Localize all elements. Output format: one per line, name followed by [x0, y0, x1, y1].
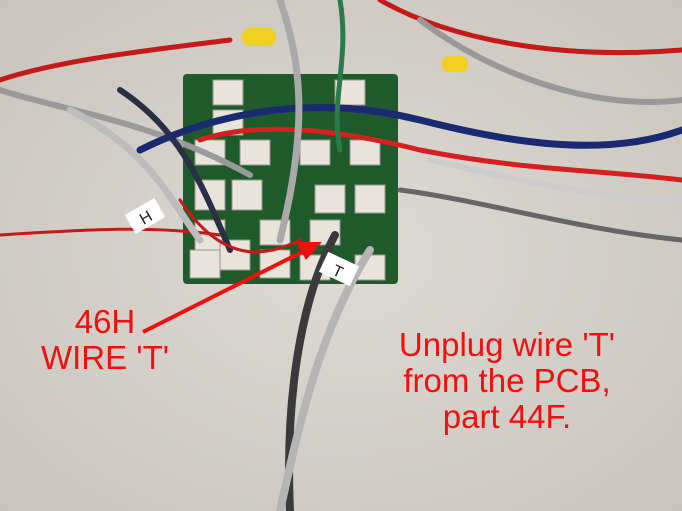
yellow-connector	[442, 56, 468, 72]
annotation-line: part 44F.	[442, 398, 572, 435]
annotation-line: Unplug wire 'T'	[398, 326, 616, 363]
annotation-46h-wire-t: 46H WIRE 'T'	[30, 304, 180, 376]
wire-tag-h: H	[124, 197, 166, 235]
annotation-instruction: Unplug wire 'T' from the PCB, part 44F.	[372, 327, 642, 435]
yellow-connector	[242, 28, 276, 46]
annotation-line: WIRE 'T'	[40, 339, 170, 376]
annotation-line: 46H	[74, 303, 136, 340]
annotation-arrow	[142, 242, 322, 334]
wire-tag-t: T	[318, 251, 360, 287]
annotation-line: from the PCB,	[403, 362, 611, 399]
